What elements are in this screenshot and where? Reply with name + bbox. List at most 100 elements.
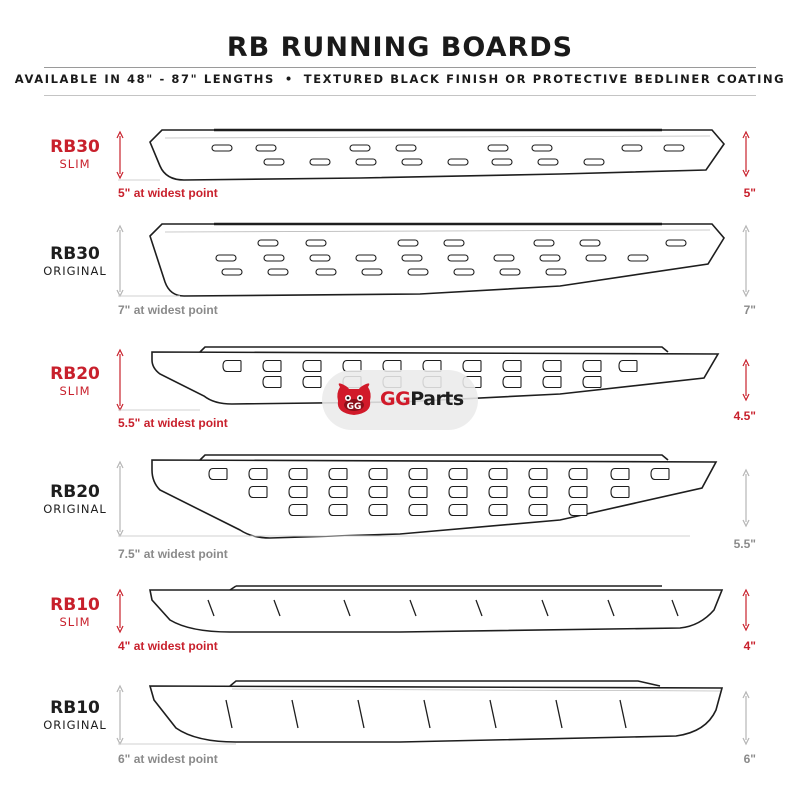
board-top-edge-end	[229, 585, 237, 591]
tread-slash	[273, 599, 281, 617]
d-slot	[302, 375, 322, 389]
d-slot	[222, 359, 242, 373]
slot	[309, 158, 331, 166]
dimension-arrow-right-head-bottom	[742, 519, 750, 528]
widest-point-label: 4" at widest point	[118, 639, 218, 653]
d-slot	[502, 375, 522, 389]
title-divider	[44, 67, 756, 68]
d-slot	[368, 503, 388, 517]
slot	[395, 144, 417, 152]
model-variant: ORIGINAL	[43, 264, 107, 278]
slot	[663, 144, 685, 152]
d-slot	[542, 359, 562, 373]
slot	[255, 144, 277, 152]
dimension-arrow-right-head-bottom	[742, 623, 750, 632]
d-slot	[262, 375, 282, 389]
svg-text:GG: GG	[347, 402, 362, 412]
d-slot	[488, 485, 508, 499]
d-slot	[448, 485, 468, 499]
slot	[665, 239, 687, 247]
d-slot	[568, 485, 588, 499]
tread-slash	[541, 599, 549, 617]
slot	[539, 254, 561, 262]
board-outline-rb30-slim	[149, 129, 726, 181]
subtitle-lengths: AVAILABLE IN 48" - 87" LENGTHS	[14, 72, 275, 86]
model-variant: SLIM	[59, 615, 91, 629]
slot	[221, 268, 243, 276]
right-width-label: 6"	[743, 752, 756, 766]
slot	[537, 158, 559, 166]
d-slot	[248, 467, 268, 481]
dimension-arrow-right-head-top	[742, 468, 750, 477]
d-slot	[408, 485, 428, 499]
board-inner-edge	[164, 229, 711, 233]
slot	[309, 254, 331, 262]
model-label-rb20-slim: RB20 SLIM	[30, 366, 120, 398]
dimension-arrow-right-head-bottom	[742, 737, 750, 746]
slot	[263, 254, 285, 262]
model-name: RB10	[50, 698, 100, 718]
d-slot	[488, 467, 508, 481]
model-label-rb10-original: RB10 ORIGINAL	[30, 700, 120, 732]
model-label-rb30-original: RB30 ORIGINAL	[30, 246, 120, 278]
tread-slash	[207, 599, 215, 617]
widest-point-label: 5.5" at widest point	[118, 416, 228, 430]
watermark-text: GGParts	[380, 388, 464, 410]
dimension-arrow-right-head-top	[742, 690, 750, 699]
watermark-brand-gg: GG	[380, 388, 411, 410]
d-slot	[610, 467, 630, 481]
slot	[453, 268, 475, 276]
slot	[401, 254, 423, 262]
slot	[401, 158, 423, 166]
model-name: RB20	[50, 364, 100, 384]
d-slot	[368, 467, 388, 481]
widest-point-label: 6" at widest point	[118, 752, 218, 766]
dimension-arrow-right-head-bottom	[742, 289, 750, 298]
d-slot	[288, 503, 308, 517]
slot	[305, 239, 327, 247]
tread-slash	[489, 699, 497, 729]
page-title: RB RUNNING BOARDS	[226, 32, 574, 63]
slot	[397, 239, 419, 247]
slot	[215, 254, 237, 262]
slot	[533, 239, 555, 247]
model-label-rb20-original: RB20 ORIGINAL	[30, 484, 120, 516]
slot	[361, 268, 383, 276]
model-name: RB30	[50, 137, 100, 157]
board-top-edge	[199, 454, 669, 461]
tread-slash	[291, 699, 299, 729]
right-width-label: 7"	[743, 303, 756, 317]
dimension-arrow-left-head-top	[116, 684, 124, 693]
dimension-arrow-left-head-top	[116, 460, 124, 469]
model-name: RB30	[50, 244, 100, 264]
widest-point-label: 7" at widest point	[118, 303, 218, 317]
tread-slash	[555, 699, 563, 729]
slot	[257, 239, 279, 247]
tread-slash	[423, 699, 431, 729]
d-slot	[328, 503, 348, 517]
widest-point-label: 7.5" at widest point	[118, 547, 228, 561]
model-variant: SLIM	[59, 384, 91, 398]
dimension-arrow-right-head-bottom	[742, 169, 750, 178]
model-label-rb10-slim: RB10 SLIM	[30, 597, 120, 629]
d-slot	[568, 503, 588, 517]
board-outline-rb10-slim	[149, 589, 724, 633]
widest-point-label: 5" at widest point	[118, 186, 218, 200]
right-width-label: 5"	[743, 186, 756, 200]
d-slot	[408, 467, 428, 481]
d-slot	[248, 485, 268, 499]
tread-slash	[343, 599, 351, 617]
d-slot	[262, 359, 282, 373]
slot	[585, 254, 607, 262]
slot	[627, 254, 649, 262]
d-slot	[208, 467, 228, 481]
d-slot	[488, 503, 508, 517]
page-subtitle: AVAILABLE IN 48" - 87" LENGTHS•TEXTURED …	[0, 72, 800, 86]
board-inner-edge	[164, 135, 711, 139]
d-slot	[368, 485, 388, 499]
d-slot	[448, 467, 468, 481]
tread-slash	[607, 599, 615, 617]
slot	[621, 144, 643, 152]
slot	[545, 268, 567, 276]
